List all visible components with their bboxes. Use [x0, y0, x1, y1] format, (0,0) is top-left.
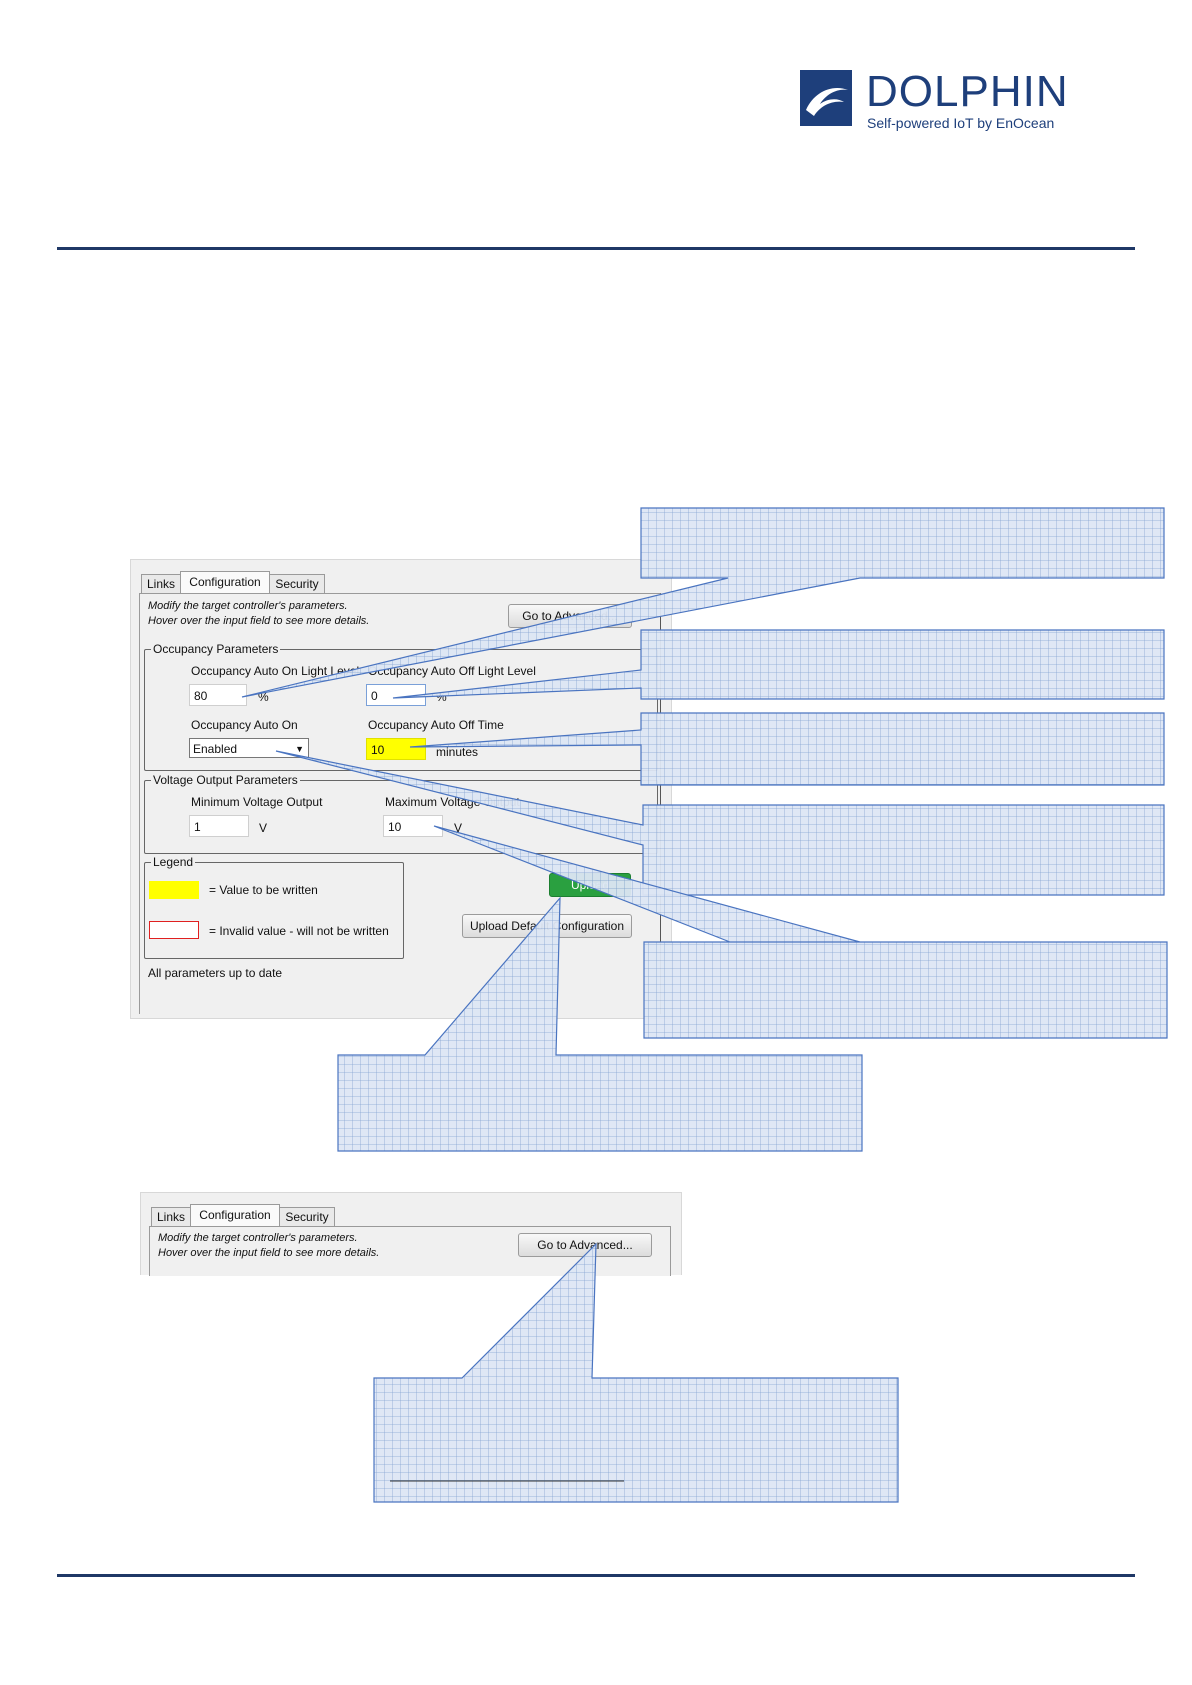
callout-bubble	[433, 825, 1168, 1039]
callout-bubble	[409, 712, 1165, 786]
tab-label: Links	[146, 577, 175, 591]
dolphin-icon	[800, 70, 852, 126]
min-voltage-input[interactable]: 1	[189, 815, 249, 837]
hint-line-1: Modify the target controller's parameter…	[148, 600, 348, 612]
logo-tagline: Self-powered IoT by EnOcean	[867, 115, 1055, 131]
legend-write-swatch	[149, 881, 199, 899]
legend-invalid-swatch	[149, 921, 199, 939]
tab-configuration[interactable]: Configuration	[190, 1204, 280, 1226]
hint-text: Modify the target controller's parameter…	[158, 1231, 379, 1261]
tab-links[interactable]: Links	[141, 574, 181, 593]
legend-title: Legend	[151, 855, 196, 869]
voltage-group-title: Voltage Output Parameters	[151, 773, 300, 787]
auto-on-light-unit: %	[258, 690, 269, 704]
tab-label: Configuration	[199, 1208, 271, 1222]
logo-name: DOLPHIN	[866, 67, 1069, 116]
callout-bubble	[275, 750, 1165, 896]
legend-invalid-text: = Invalid value - will not be written	[209, 924, 389, 938]
chevron-down-icon: ▼	[295, 744, 304, 754]
tab-label: Links	[156, 1210, 185, 1224]
min-voltage-label: Minimum Voltage Output	[191, 795, 323, 809]
callout-bubble	[337, 896, 863, 1152]
max-voltage-unit: V	[454, 821, 463, 835]
auto-off-time-input[interactable]: 10	[366, 738, 426, 760]
hint-line-2: Hover over the input field to see more d…	[158, 1247, 380, 1259]
occupancy-group-title: Occupancy Parameters	[151, 642, 281, 656]
status-text: All parameters up to date	[148, 966, 283, 980]
auto-off-light-label: Occupancy Auto Off Light Level	[368, 664, 536, 678]
legend-group: Legend = Value to be written = Invalid v…	[144, 855, 404, 959]
auto-on-select-value: Enabled	[193, 742, 238, 756]
auto-on-light-label: Occupancy Auto On Light Level	[191, 664, 360, 678]
auto-on-label: Occupancy Auto On	[191, 718, 298, 732]
auto-on-light-input[interactable]: 80	[189, 684, 247, 706]
legend-write-text: = Value to be written	[209, 883, 318, 897]
hint-line-2: Hover over the input field to see more d…	[148, 615, 370, 627]
callout-bubble	[373, 1242, 899, 1503]
config-panel: Links Configuration Security Modify the …	[130, 559, 672, 1019]
hint-text: Modify the target controller's parameter…	[148, 599, 369, 629]
tab-configuration[interactable]: Configuration	[180, 571, 270, 593]
tab-label: Security	[275, 577, 319, 591]
auto-off-time-unit: minutes	[436, 745, 479, 759]
tab-links[interactable]: Links	[151, 1207, 191, 1226]
auto-on-select[interactable]: Enabled ▼	[189, 738, 309, 758]
logo: DOLPHIN Self-powered IoT by EnOcean	[800, 70, 1075, 132]
hint-line-1: Modify the target controller's parameter…	[158, 1232, 358, 1244]
header-rule	[57, 247, 1135, 250]
auto-off-time-label: Occupancy Auto Off Time	[368, 718, 504, 732]
callout-bubble	[392, 629, 1165, 700]
occupancy-group: Occupancy Parameters Occupancy Auto On L…	[144, 642, 658, 771]
tab-label: Security	[285, 1210, 329, 1224]
tab-label: Configuration	[189, 575, 261, 589]
footer-rule	[57, 1574, 1135, 1577]
min-voltage-unit: V	[259, 821, 268, 835]
callout-bubble	[241, 507, 1165, 698]
auto-off-light-unit: %	[436, 690, 447, 704]
max-voltage-input[interactable]: 10	[383, 815, 443, 837]
